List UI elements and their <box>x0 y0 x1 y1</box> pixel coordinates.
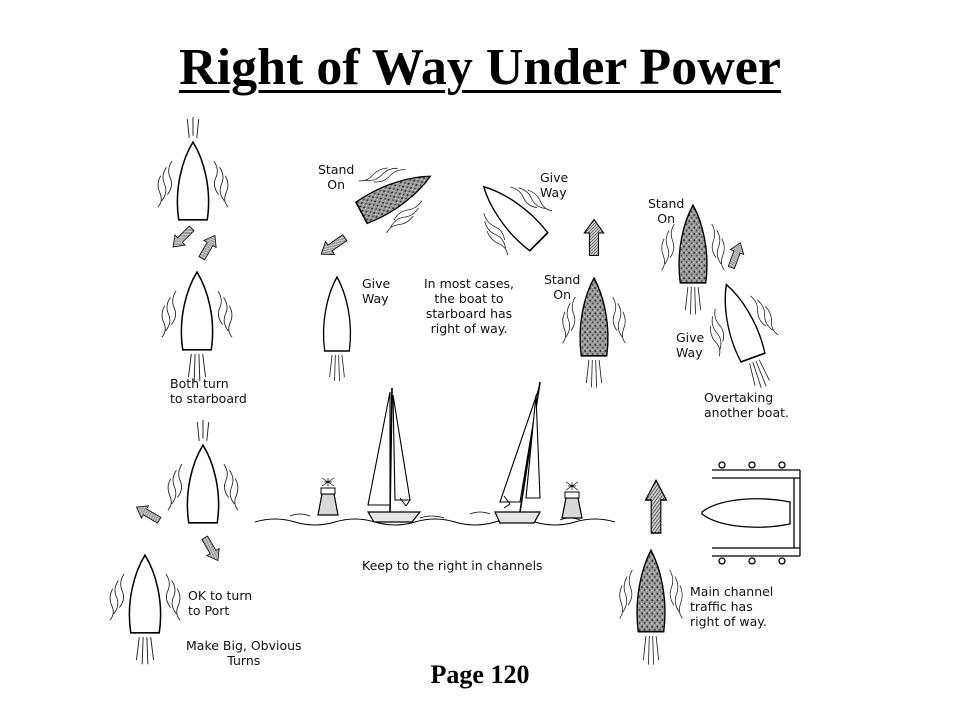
label-line: Main channel <box>690 584 774 599</box>
crossing-turn-arrow <box>316 230 350 262</box>
label-line: On <box>553 287 572 302</box>
label-line: Give <box>362 276 391 291</box>
head-on-bottom-boat <box>161 271 233 382</box>
make-big-label: Make Big, Obvious Turns <box>186 638 302 668</box>
sailboat-right <box>494 381 542 524</box>
label-line: Way <box>676 345 703 360</box>
label-line: Stand <box>318 162 355 177</box>
overtaking-label: Overtaking another boat. <box>704 390 789 420</box>
stand-on-label-1: Stand On <box>318 162 354 192</box>
label-line: to starboard <box>170 391 247 406</box>
label-line: right of way. <box>430 321 508 336</box>
port-turn-bottom-boat <box>109 554 181 665</box>
label-line: Way <box>540 185 567 200</box>
port-arrow-right <box>198 533 225 565</box>
main-channel-up-arrow <box>644 479 668 534</box>
label-line: Give <box>676 330 705 345</box>
give-way-label-3: Give Way <box>676 330 704 360</box>
label-line: Give <box>540 170 569 185</box>
label-line: Both turn <box>170 376 229 391</box>
overtaking-arrow <box>724 239 748 271</box>
label-line: right of way. <box>690 614 767 629</box>
dock-and-side-boat <box>701 461 801 565</box>
stand-on-label-3: Stand On <box>648 196 684 226</box>
most-cases-label: In most cases, the boat to starboard has… <box>424 276 514 336</box>
overtaking-give-way-boat <box>702 278 779 391</box>
label-line: traffic has <box>690 599 753 614</box>
port-arrow-left <box>132 500 164 527</box>
label-line: Turns <box>227 653 261 668</box>
give-way-lower-boat <box>322 276 352 382</box>
sailboat-left <box>366 387 422 523</box>
keep-right-label: Keep to the right in channels <box>362 558 543 573</box>
head-on-top-boat <box>157 116 229 221</box>
turn-arrow-right <box>195 231 222 263</box>
ok-port-label: OK to turn to Port <box>188 588 252 618</box>
label-line: Stand <box>648 196 685 211</box>
both-turn-label: Both turn to starboard <box>170 376 247 406</box>
main-channel-boat <box>619 549 683 666</box>
label-line: Stand <box>544 272 581 287</box>
stand-on-label-2: Stand On <box>544 272 580 302</box>
label-line: In most cases, <box>424 276 515 291</box>
channel-scene <box>254 381 616 526</box>
port-turn-top-boat <box>167 419 239 524</box>
label-line: Make Big, Obvious <box>186 638 302 653</box>
label-line: On <box>657 211 676 226</box>
stand-on-up-arrow <box>583 218 605 257</box>
give-way-label-1: Give Way <box>540 170 568 200</box>
label-line: On <box>327 177 346 192</box>
buoy-right <box>561 481 583 519</box>
label-line: Overtaking <box>704 390 774 405</box>
label-line: to Port <box>188 603 230 618</box>
label-line: another boat. <box>704 405 789 420</box>
give-way-label-2: Give Way <box>362 276 390 306</box>
main-channel-label: Main channel traffic has right of way. <box>690 584 773 629</box>
label-line: Way <box>362 291 389 306</box>
page-number: Page 120 <box>430 660 530 689</box>
label-line: starboard has <box>425 306 513 321</box>
stand-on-crossing-boat <box>354 158 438 234</box>
page-title: Right of Way Under Power <box>179 39 781 96</box>
turn-arrow-left <box>167 222 198 253</box>
label-line: OK to turn <box>188 588 253 603</box>
label-line: the boat to <box>434 291 504 306</box>
buoy-left <box>317 477 339 516</box>
